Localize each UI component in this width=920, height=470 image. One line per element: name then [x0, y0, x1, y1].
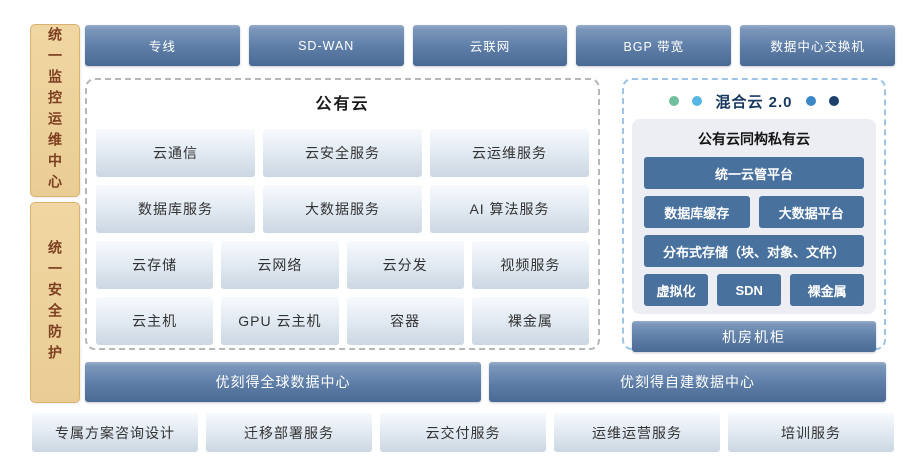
- homogeneous-private-cloud-title: 公有云同构私有云: [698, 131, 810, 147]
- public-cloud-item: 云通信: [96, 129, 255, 177]
- network-item-dedicated-line: 专线: [85, 25, 240, 66]
- hybrid-cloud-title-row: 混合云 2.0: [632, 88, 876, 114]
- public-cloud-item: 数据库服务: [96, 185, 255, 233]
- public-cloud-title: 公有云: [315, 96, 370, 113]
- services-row: 专属方案咨询设计 迁移部署服务 云交付服务 运维运营服务 培训服务: [32, 413, 894, 452]
- hybrid-cloud-group: 混合云 2.0 公有云同构私有云 统一云管平台 数据库缓存 大数据平台 分布式存…: [622, 78, 886, 352]
- db-cache-box: 数据库缓存: [644, 196, 750, 228]
- service-training: 培训服务: [728, 413, 894, 452]
- public-cloud-item: GPU 云主机: [221, 297, 339, 345]
- self-built-datacenter-bar: 优刻得自建数据中心: [489, 362, 886, 402]
- distributed-storage-box: 分布式存储（块、对象、文件）: [644, 235, 864, 267]
- service-cloud-delivery: 云交付服务: [380, 413, 546, 452]
- public-cloud-item: 云安全服务: [263, 129, 422, 177]
- public-cloud-row: 云存储 云网络 云分发 视频服务: [96, 241, 589, 289]
- pillar-unified-monitoring: 统一监控运维中心: [30, 24, 80, 197]
- public-cloud-item: 云存储: [96, 241, 214, 289]
- bigdata-platform-box: 大数据平台: [758, 196, 864, 228]
- network-item-cloud-interconnect: 云联网: [412, 25, 568, 66]
- public-cloud-row: 云主机 GPU 云主机 容器 裸金属: [96, 297, 589, 345]
- pillar-unified-monitoring-label: 统一监控运维中心: [47, 26, 63, 195]
- public-cloud-grid: 云通信 云安全服务 云运维服务 数据库服务 大数据服务 AI 算法服务 云存储 …: [96, 129, 589, 345]
- hybrid-cloud-title: 混合云 2.0: [715, 93, 793, 111]
- public-cloud-row: 数据库服务 大数据服务 AI 算法服务: [96, 185, 589, 233]
- public-cloud-item: 视频服务: [471, 241, 589, 289]
- bare-metal-box: 裸金属: [790, 274, 864, 306]
- service-ops-operation: 运维运营服务: [554, 413, 720, 452]
- public-cloud-item: AI 算法服务: [430, 185, 589, 233]
- public-cloud-item: 容器: [346, 297, 464, 345]
- global-datacenter-bar: 优刻得全球数据中心: [85, 362, 481, 402]
- homogeneous-private-cloud-panel: 公有云同构私有云 统一云管平台 数据库缓存 大数据平台 分布式存储（块、对象、文…: [632, 119, 876, 314]
- dot-blue-icon: [805, 96, 816, 106]
- sdn-box: SDN: [717, 274, 782, 306]
- server-rack-bar: 机房机柜: [632, 321, 876, 352]
- public-cloud-item: 云主机: [96, 297, 214, 345]
- service-migration-deployment: 迁移部署服务: [206, 413, 372, 452]
- infra-row: 虚拟化 SDN 裸金属: [644, 274, 864, 306]
- network-row: 专线 SD-WAN 云联网 BGP 带宽 数据中心交换机: [85, 25, 895, 66]
- public-cloud-row: 云通信 云安全服务 云运维服务: [96, 129, 589, 177]
- network-item-bgp-bandwidth: BGP 带宽: [576, 25, 732, 66]
- dot-green-icon: [669, 96, 680, 106]
- public-cloud-group: 公有云 云通信 云安全服务 云运维服务 数据库服务 大数据服务 AI 算法服务 …: [85, 78, 600, 350]
- network-item-dc-switch: 数据中心交换机: [740, 25, 895, 66]
- public-cloud-item: 裸金属: [471, 297, 589, 345]
- public-cloud-item: 云网络: [221, 241, 339, 289]
- pillar-unified-security-label: 统一安全防护: [47, 239, 63, 366]
- dot-navy-icon: [828, 96, 839, 106]
- service-consulting-design: 专属方案咨询设计: [32, 413, 198, 452]
- public-cloud-item: 大数据服务: [263, 185, 422, 233]
- unified-cloud-mgmt-platform: 统一云管平台: [644, 157, 864, 189]
- dot-skyblue-icon: [692, 96, 703, 106]
- virtualization-box: 虚拟化: [644, 274, 709, 306]
- public-cloud-item: 云运维服务: [430, 129, 589, 177]
- network-item-sdwan: SD-WAN: [248, 25, 404, 66]
- db-row: 数据库缓存 大数据平台: [644, 196, 864, 228]
- pillar-unified-security: 统一安全防护: [30, 202, 80, 403]
- public-cloud-item: 云分发: [346, 241, 464, 289]
